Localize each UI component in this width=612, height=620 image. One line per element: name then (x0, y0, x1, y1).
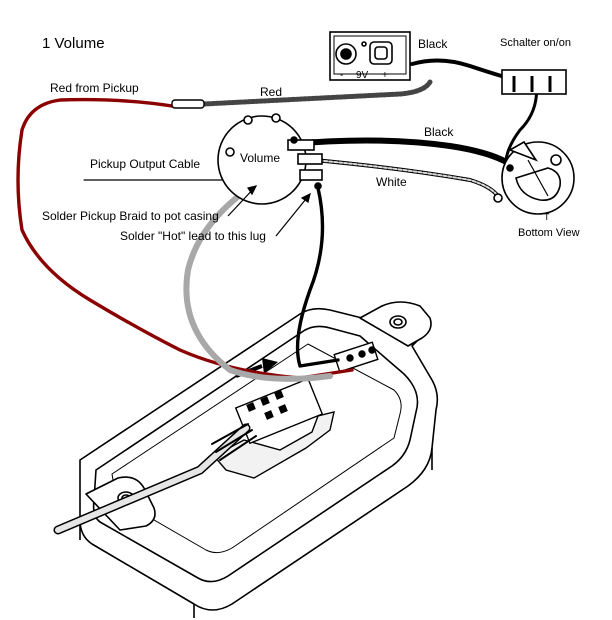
black-wire-pot-switch (287, 137, 513, 167)
label-red: Red (260, 85, 282, 99)
switch-bottom-view (493, 140, 575, 215)
solder-joint (171, 99, 205, 109)
label-pickup-output-cable: Pickup Output Cable (90, 157, 200, 171)
pickup-lead-cable (53, 423, 257, 535)
black-wire-battery-switch (410, 58, 518, 82)
label-bottom-view-mark: T (544, 212, 550, 222)
red-wire-from-pickup (16, 97, 354, 380)
label-red-from-pickup: Red from Pickup (50, 81, 139, 95)
annotation-pointers (227, 185, 311, 237)
black-wire-switch-loop (504, 78, 539, 162)
volume-pot: Volume (217, 113, 323, 205)
on-on-switch (501, 69, 567, 95)
battery-voltage-label: 9V (356, 70, 369, 81)
red-wire-to-battery (201, 79, 433, 107)
pickup-pcb (212, 377, 335, 479)
label-white: White (376, 175, 407, 189)
label-switch: Schalter on/on (500, 37, 571, 49)
label-solder-braid: Solder Pickup Braid to pot casing (42, 209, 219, 223)
diagram-title: 1 Volume (42, 35, 105, 52)
rear-connector (333, 341, 379, 373)
battery-minus-label: - (340, 70, 343, 81)
black-hot-wire (295, 186, 340, 368)
battery-plus-label: + (382, 70, 388, 81)
label-black-mid: Black (424, 125, 454, 139)
volume-label: Volume (240, 151, 280, 165)
label-black-top: Black (418, 37, 448, 51)
label-solder-hot: Solder "Hot" lead to this lug (120, 229, 266, 243)
label-bottom-view: Bottom View (518, 227, 580, 239)
gray-braid-wire (183, 179, 333, 382)
battery: - 9V + (329, 31, 411, 81)
wires (16, 58, 539, 382)
